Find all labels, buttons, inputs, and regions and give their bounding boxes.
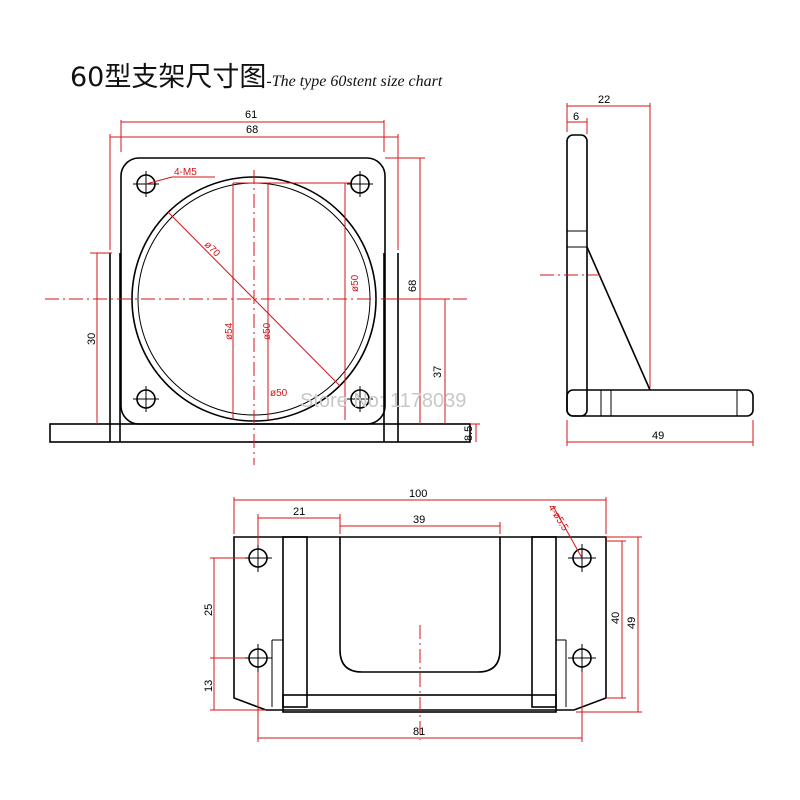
top-view: 4-ø5.5 100 21 39 25 13 40 49 bbox=[203, 488, 642, 742]
dim-30: 30 bbox=[86, 333, 98, 345]
diameter-leader-70 bbox=[167, 211, 341, 387]
dim-49-top: 49 bbox=[626, 617, 638, 629]
dim-22: 22 bbox=[598, 94, 610, 106]
mount-hole-tr bbox=[347, 171, 373, 197]
title-english: -The type 60stent size chart bbox=[266, 73, 443, 90]
dim-61: 61 bbox=[245, 109, 257, 121]
dim-40: 40 bbox=[610, 612, 622, 624]
dim-21: 21 bbox=[293, 506, 305, 518]
dim-68-width: 68 bbox=[246, 124, 258, 136]
left-wall bbox=[282, 536, 308, 708]
chart-title: 60型支架尺寸图-The type 60stent size chart bbox=[70, 55, 442, 95]
dim-d50-center: ø50 bbox=[262, 322, 273, 340]
watermark: Store No: 1178039 bbox=[300, 390, 466, 412]
dim-39: 39 bbox=[413, 514, 425, 526]
dim-6: 6 bbox=[573, 111, 579, 123]
holes-leader bbox=[145, 176, 173, 185]
mount-hole-bl bbox=[133, 386, 159, 412]
dim-d70: ø70 bbox=[202, 239, 222, 259]
front-bar bbox=[282, 694, 557, 713]
base-hole-br bbox=[568, 644, 596, 672]
dim-13: 13 bbox=[203, 680, 215, 692]
side-foot bbox=[566, 389, 754, 417]
dim-37: 37 bbox=[432, 366, 444, 378]
right-wall bbox=[531, 536, 557, 708]
dim-49-side: 49 bbox=[652, 430, 664, 442]
dim-81: 81 bbox=[413, 726, 425, 738]
dim-8-5: 8.5 bbox=[463, 426, 475, 441]
front-view: 4-M5 61 68 68 37 8.5 30 ø70 ø50 ø54 ø50 … bbox=[45, 109, 480, 465]
dim-100: 100 bbox=[409, 488, 427, 500]
gusset bbox=[586, 246, 651, 391]
dim-d50-right: ø50 bbox=[350, 274, 361, 292]
mount-plate bbox=[120, 157, 386, 425]
dim-d54: ø54 bbox=[224, 322, 235, 340]
holes-label: 4-M5 bbox=[174, 167, 197, 178]
title-chinese: 60型支架尺寸图 bbox=[70, 62, 267, 93]
base-hole-bl bbox=[244, 644, 272, 672]
u-slot bbox=[339, 537, 501, 673]
base-holes-label: 4-ø5.5 bbox=[545, 503, 570, 534]
side-view: 22 6 49 bbox=[540, 94, 754, 446]
base-hole-tl bbox=[244, 544, 272, 572]
base-plate bbox=[49, 423, 471, 443]
base-holes-leader bbox=[552, 505, 583, 559]
dim-d50-bottom: ø50 bbox=[270, 388, 288, 399]
dim-25: 25 bbox=[203, 604, 215, 616]
mount-hole-br bbox=[347, 386, 373, 412]
dim-68-height: 68 bbox=[407, 280, 419, 292]
